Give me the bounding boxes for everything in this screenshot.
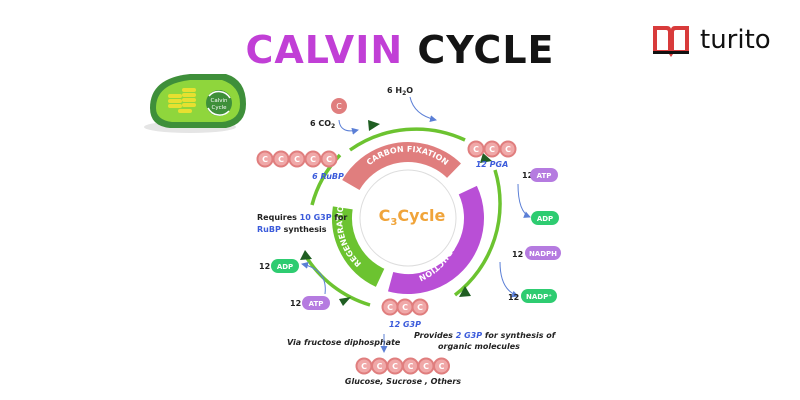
carbon-atom-letter: C <box>294 155 300 164</box>
svg-text:NADP⁺: NADP⁺ <box>526 293 552 301</box>
carbon-atom-letter: C <box>489 145 495 154</box>
carbon-atom <box>499 140 517 158</box>
brand-name: turito <box>700 25 771 55</box>
chloroplast-label-1: Calvin <box>210 98 228 104</box>
carbon-atom-letter: C <box>392 362 398 371</box>
adp-right-pill <box>531 211 559 225</box>
provides-note-line1: Provides 2 G3P for synthesis of <box>414 331 557 340</box>
carbon-atom <box>411 298 429 316</box>
arrow-bottom-left <box>339 297 351 306</box>
carbon-atom <box>331 98 347 114</box>
carbon-atom-letter: C <box>439 362 445 371</box>
atp-left-pill <box>302 296 330 310</box>
carbon-atom-letter: C <box>387 303 393 312</box>
rubp-molecule: C C C C C 6 RuBP <box>256 150 344 181</box>
svg-text:12: 12 <box>512 250 523 259</box>
carbon-atom-letter: C <box>423 362 429 371</box>
via-note: Via fructose diphosphate <box>287 338 401 347</box>
carbon-atom-letter: C <box>361 362 367 371</box>
carbon-atom-letter: C <box>262 155 268 164</box>
atp-right: 12 ATP <box>517 168 558 218</box>
svg-text:12: 12 <box>522 171 533 180</box>
svg-text:12: 12 <box>508 293 519 302</box>
pga-molecule: C C C 12 PGA <box>467 140 517 169</box>
nadph-pill <box>525 246 561 260</box>
nadp-pill <box>521 289 557 303</box>
cycle-direction-arrows <box>300 120 492 306</box>
svg-text:ADP: ADP <box>537 215 553 223</box>
h2o-input: 6 H2O <box>387 86 437 123</box>
arrow-right-top <box>480 153 492 163</box>
adp-left-pill <box>271 259 299 273</box>
carbon-atom-letter: C <box>377 362 383 371</box>
carbon-atom-letter: C <box>402 303 408 312</box>
carbon-atom <box>320 150 338 168</box>
arrow-right-bottom <box>459 286 471 297</box>
provides-note-line2: organic molecules <box>438 342 520 351</box>
svg-text:NADPH: NADPH <box>529 250 557 258</box>
products-label: Glucose, Sucrose , Others <box>345 377 461 386</box>
co2-label: 6 CO2 <box>310 119 335 130</box>
svg-text:ATP: ATP <box>537 172 552 180</box>
carbon-atom-letter: C <box>326 155 332 164</box>
arrow-left <box>300 250 312 260</box>
h2o-label: 6 H2O <box>387 86 413 97</box>
nadph: 12 NADPH <box>499 246 561 298</box>
title-cycle: CYCLE <box>417 28 555 72</box>
carbon-atom-letter: C <box>278 155 284 164</box>
requires-note-line1: Requires 10 G3P for <box>257 213 347 222</box>
thylakoid-stack <box>168 88 196 113</box>
nadp: 12 NADP⁺ <box>508 289 557 303</box>
carbon-atom-letter: C <box>505 145 511 154</box>
svg-text:ADP: ADP <box>277 263 293 271</box>
arrow-top <box>368 120 380 131</box>
svg-text:C: C <box>336 102 342 111</box>
atp-right-pill <box>530 168 558 182</box>
adp-left: 12 ADP <box>259 259 299 273</box>
title-calvin: CALVIN <box>245 28 404 72</box>
arc-top-right <box>348 127 466 152</box>
arc-bottom-left <box>303 254 371 307</box>
svg-text:ATP: ATP <box>309 300 324 308</box>
co2-input: C 6 CO2 <box>310 98 359 135</box>
carbon-atom-letter: C <box>408 362 414 371</box>
atp-left: 12 ATP <box>290 261 330 310</box>
rubp-label: 6 RuBP <box>312 172 344 181</box>
carbon-atom-letter: C <box>473 145 479 154</box>
page-title: CALVIN CYCLE <box>0 28 800 72</box>
svg-text:12: 12 <box>290 299 301 308</box>
chloroplast-label-2: Cycle <box>211 105 227 111</box>
svg-text:12: 12 <box>259 262 270 271</box>
chloroplast-illustration: Calvin Cycle <box>144 74 246 133</box>
g3p-label: 12 G3P <box>389 320 421 329</box>
book-icon <box>653 26 689 57</box>
brand-logo: turito <box>650 18 771 62</box>
adp-right: ADP <box>531 211 559 225</box>
pga-label: 12 PGA <box>476 160 509 169</box>
carbon-atom-letter: C <box>310 155 316 164</box>
requires-note-line2: RuBP synthesis <box>257 225 327 234</box>
carbon-atom <box>433 357 450 375</box>
arc-right <box>453 169 502 297</box>
carbon-atom-letter: C <box>417 303 423 312</box>
center-label: C3Cycle <box>379 206 446 228</box>
